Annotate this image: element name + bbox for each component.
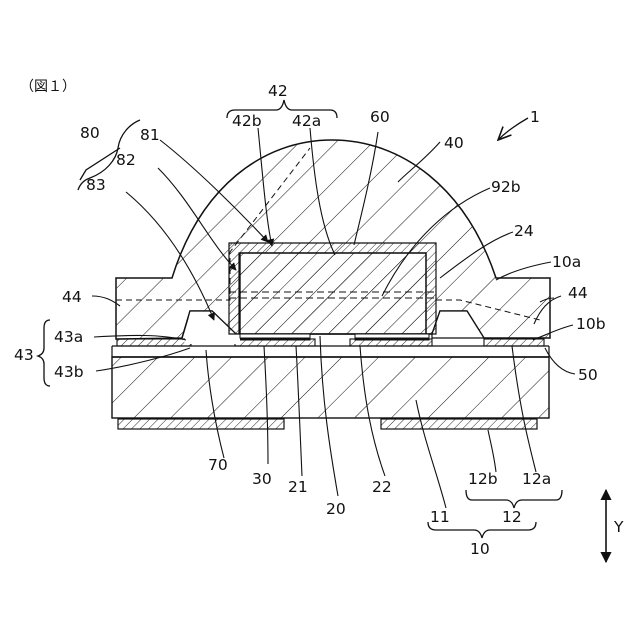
bottom-electrode-right [381,419,537,429]
chip-electrode-p [355,334,429,338]
bracket-12 [466,490,562,508]
label-43a: 43a [54,328,83,346]
label-24: 24 [514,222,534,240]
label-44-left: 44 [62,288,82,306]
label-40: 40 [444,134,464,152]
label-42: 42 [268,82,288,100]
label-12b: 12b [468,470,498,488]
label-12: 12 [502,508,522,526]
label-60: 60 [370,108,390,126]
label-22: 22 [372,478,392,496]
label-10: 10 [470,540,490,558]
label-11: 11 [430,508,450,526]
label-50: 50 [578,366,598,384]
top-electrode-right [484,339,544,346]
label-axis-y: Y [613,518,624,536]
label-43: 43 [14,346,34,364]
label-81: 81 [140,126,160,144]
label-82: 82 [116,151,136,169]
figure-caption: （図１） [20,79,76,95]
label-44-right: 44 [568,284,588,302]
label-92b: 92b [491,178,521,196]
label-12a: 12a [522,470,551,488]
label-30: 30 [252,470,272,488]
light-emitting-element [240,253,426,334]
label-1: 1 [530,108,540,126]
label-83: 83 [86,176,106,194]
label-21: 21 [288,478,308,496]
chip-electrode-n [240,334,310,338]
label-70: 70 [208,456,228,474]
label-20: 20 [326,500,346,518]
label-43b: 43b [54,363,84,381]
package-reference-arrow [498,118,528,140]
label-10a: 10a [552,253,581,271]
bottom-electrode-left [118,419,284,429]
top-electrode-left [117,339,191,346]
bracket-43 [38,320,50,386]
label-42b: 42b [232,112,262,130]
label-80: 80 [80,124,100,142]
label-42a: 42a [292,112,321,130]
substrate-body [112,357,549,418]
label-10b: 10b [576,315,606,333]
